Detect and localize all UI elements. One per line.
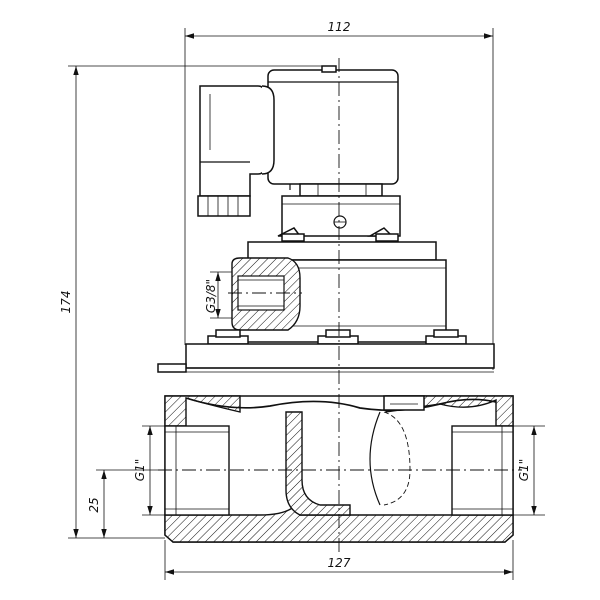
electrical-connector (197, 85, 275, 217)
axis-height-label: 25 (87, 497, 101, 512)
solenoid-coil (267, 65, 399, 197)
right-port-thread-label: G1" (517, 459, 531, 481)
length-dimension-label: 127 (328, 556, 351, 570)
pilot-port-section (231, 257, 301, 331)
height-dimension-label: 174 (59, 291, 73, 314)
width-dimension-label: 112 (328, 20, 351, 34)
dimension-axis-25: 25 (87, 469, 165, 538)
pilot-head (277, 195, 401, 242)
dimension-width-112: 112 (184, 20, 494, 370)
diaphragm-flange (157, 343, 495, 373)
dimension-length-127: 127 (164, 540, 514, 580)
left-port-thread-label: G1" (133, 459, 147, 481)
pilot-port-thread-label: G3/8" (204, 279, 218, 313)
dimension-height-174: 174 (59, 65, 335, 539)
dimension-right-port-g1: G1" (508, 425, 545, 516)
dimension-left-port-g1: G1" (133, 425, 172, 516)
